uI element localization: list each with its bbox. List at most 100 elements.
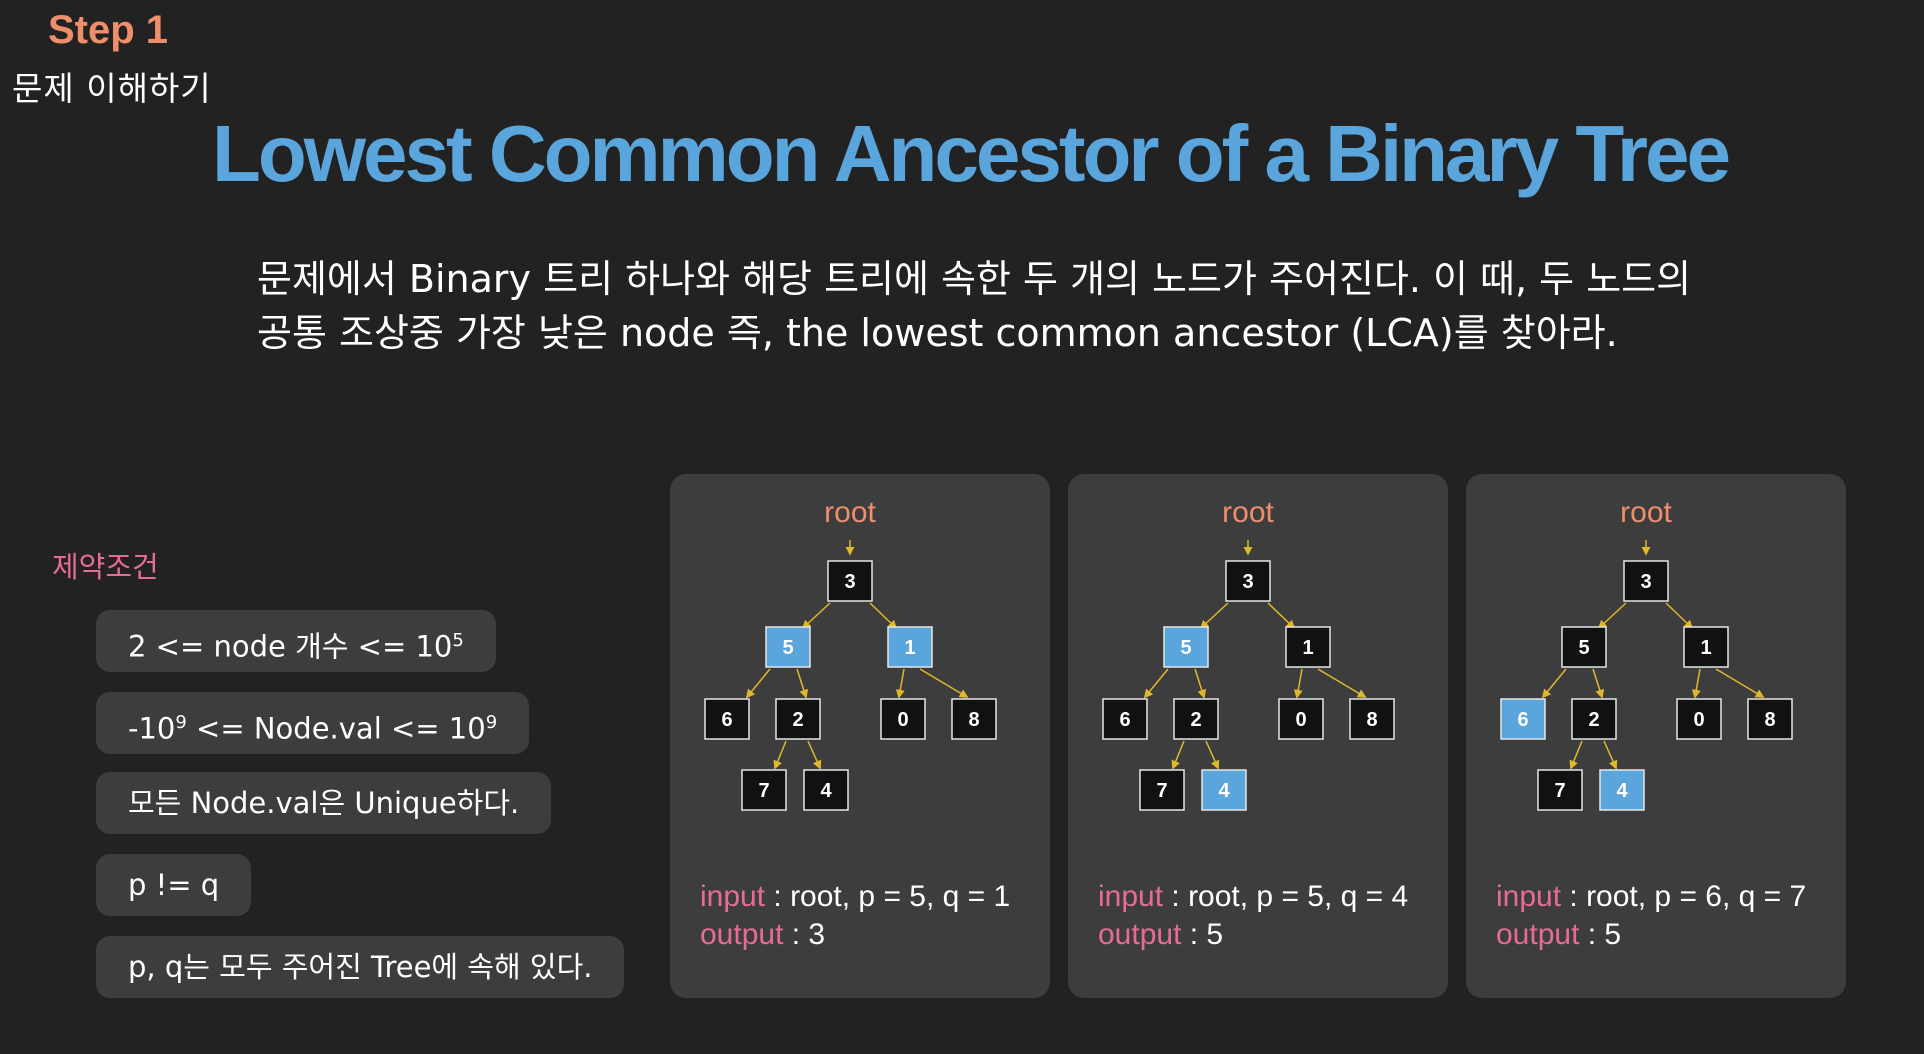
tree-edge-arrow xyxy=(869,602,898,630)
constraint-exponent: 5 xyxy=(452,630,464,651)
tree-node-6: 6 xyxy=(1102,698,1148,740)
tree-node-2: 2 xyxy=(775,698,821,740)
example-io: input : root, p = 6, q = 7 output : 5 xyxy=(1496,878,1806,954)
tree-edge-arrow xyxy=(1592,668,1605,699)
constraint-in-tree: p, q는 모두 주어진 Tree에 속해 있다. xyxy=(96,936,625,998)
root-label: root xyxy=(1222,496,1274,529)
tree-edge-arrow xyxy=(1603,740,1618,770)
svg-text:7: 7 xyxy=(758,780,769,802)
tree-node-0: 0 xyxy=(1278,698,1324,740)
tree-edge-arrow xyxy=(1199,602,1229,630)
tree-node-7: 7 xyxy=(1537,769,1583,811)
constraint-text-tail: <= Node.val <= 10 xyxy=(186,711,486,746)
svg-text:0: 0 xyxy=(897,709,908,731)
tree-edge-arrow xyxy=(1143,668,1169,699)
tree-node-5: 5 xyxy=(1163,626,1209,668)
input-keyword: input xyxy=(1098,880,1164,913)
tree-node-4: 4 xyxy=(1599,769,1645,811)
constraints-label: 제약조건 xyxy=(52,550,159,584)
svg-text:2: 2 xyxy=(1190,709,1201,731)
page-title: Lowest Common Ancestor of a Binary Tree xyxy=(212,109,1731,198)
root-label: root xyxy=(824,496,876,529)
example-io: input : root, p = 5, q = 4 output : 5 xyxy=(1098,878,1408,954)
step-subtitle: 문제 이해하기 xyxy=(12,69,212,108)
constraint-text: 2 <= node 개수 <= 10 xyxy=(128,629,453,664)
constraint-p-neq-q: p != q xyxy=(96,854,252,916)
description-line-1: 문제에서 Binary 트리 하나와 해당 트리에 속한 두 개의 노드가 주어… xyxy=(257,257,1692,301)
tree-edge-arrow xyxy=(1194,668,1207,699)
constraint-text: -10 xyxy=(128,711,176,746)
tree-edge-arrow xyxy=(801,602,831,630)
output-text: : 5 xyxy=(1579,918,1622,951)
constraint-text: 모든 Node.val은 Unique하다. xyxy=(128,786,520,820)
svg-text:3: 3 xyxy=(1640,571,1651,593)
tree-edge-arrow xyxy=(1293,668,1303,699)
tree-edge-arrow xyxy=(1205,740,1220,770)
svg-text:1: 1 xyxy=(1700,637,1711,659)
tree-edge-arrow xyxy=(796,668,809,699)
problem-description: 문제에서 Binary 트리 하나와 해당 트리에 속한 두 개의 노드가 주어… xyxy=(257,252,1717,360)
tree-edge-arrow xyxy=(807,740,822,770)
tree-node-1: 1 xyxy=(887,626,933,668)
svg-text:7: 7 xyxy=(1156,780,1167,802)
input-keyword: input xyxy=(1496,880,1562,913)
tree-node-8: 8 xyxy=(951,698,997,740)
tree-edge-arrow xyxy=(1715,668,1765,698)
tree-edge-arrow xyxy=(919,668,969,698)
tree-diagram: root 3 5 1 6 2 0 8 7 4 xyxy=(704,496,997,811)
svg-text:1: 1 xyxy=(1302,637,1313,659)
input-text: : root, p = 6, q = 7 xyxy=(1561,880,1807,913)
input-keyword: input xyxy=(700,880,766,913)
tree-node-8: 8 xyxy=(1747,698,1793,740)
tree-edge-arrow xyxy=(1267,602,1296,630)
svg-text:8: 8 xyxy=(1764,709,1775,731)
tree-edge-arrow xyxy=(1569,740,1583,770)
tree-node-4: 4 xyxy=(803,769,849,811)
svg-text:2: 2 xyxy=(1588,709,1599,731)
svg-text:4: 4 xyxy=(1616,780,1628,802)
tree-edge-arrow xyxy=(1597,602,1627,630)
svg-text:7: 7 xyxy=(1554,780,1565,802)
output-text: : 5 xyxy=(1181,918,1224,951)
tree-node-8: 8 xyxy=(1349,698,1395,740)
tree-edge-arrow xyxy=(773,740,787,770)
tree-node-6: 6 xyxy=(1500,698,1546,740)
constraint-text: p, q는 모두 주어진 Tree에 속해 있다. xyxy=(128,950,593,984)
constraint-exponent: 9 xyxy=(175,712,187,733)
svg-text:6: 6 xyxy=(721,709,732,731)
tree-node-5: 5 xyxy=(765,626,811,668)
output-keyword: output xyxy=(700,918,784,951)
constraint-node-count: 2 <= node 개수 <= 105 xyxy=(96,610,496,672)
tree-node-3: 3 xyxy=(1623,560,1669,602)
tree-edge-arrow xyxy=(1665,602,1694,630)
svg-text:8: 8 xyxy=(1366,709,1377,731)
root-label: root xyxy=(1620,496,1672,529)
tree-node-7: 7 xyxy=(741,769,787,811)
tree-edge-arrow xyxy=(1171,740,1185,770)
svg-text:6: 6 xyxy=(1119,709,1130,731)
description-line-2: 공통 조상중 가장 낮은 node 즉, the lowest common a… xyxy=(257,311,1618,355)
tree-edge-arrow xyxy=(745,668,771,699)
constraint-text: p != q xyxy=(128,868,220,902)
svg-text:6: 6 xyxy=(1517,709,1528,731)
constraint-node-val-range: -109 <= Node.val <= 109 xyxy=(96,692,530,754)
svg-text:1: 1 xyxy=(904,637,915,659)
tree-node-3: 3 xyxy=(827,560,873,602)
svg-text:0: 0 xyxy=(1295,709,1306,731)
tree-edge-arrow xyxy=(1317,668,1367,698)
svg-text:4: 4 xyxy=(1218,780,1230,802)
svg-text:5: 5 xyxy=(782,637,793,659)
tree-edge-arrow xyxy=(1691,668,1701,699)
tree-node-6: 6 xyxy=(704,698,750,740)
tree-node-2: 2 xyxy=(1173,698,1219,740)
step-label: Step 1 xyxy=(48,8,169,52)
svg-text:2: 2 xyxy=(792,709,803,731)
tree-node-7: 7 xyxy=(1139,769,1185,811)
output-keyword: output xyxy=(1496,918,1580,951)
tree-edge-arrow xyxy=(1541,668,1567,699)
